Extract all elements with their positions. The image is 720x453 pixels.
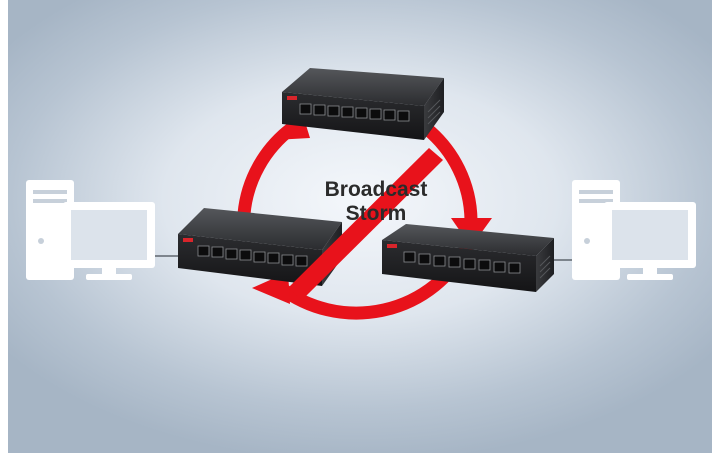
title-line-2: Storm xyxy=(345,202,407,225)
switch-left xyxy=(178,208,342,286)
computer-right-icon xyxy=(572,180,696,280)
loop-arc-right xyxy=(421,122,478,221)
diagram-canvas: Broadcast Storm xyxy=(8,0,712,453)
title-line-1: Broadcast xyxy=(324,178,428,201)
broadcast-storm-title: Broadcast Storm xyxy=(278,178,474,226)
prohibition-slash xyxy=(288,148,443,300)
computer-left-icon xyxy=(26,180,155,280)
broadcast-storm-diagram xyxy=(26,68,696,320)
switch-right xyxy=(382,224,554,292)
switch-top xyxy=(282,68,444,140)
